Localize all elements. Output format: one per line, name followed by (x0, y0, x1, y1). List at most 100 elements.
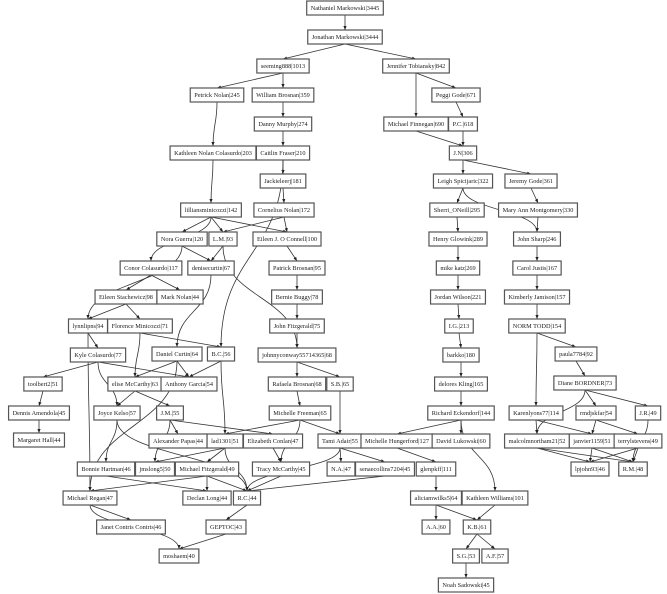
node-label: J.R.|49 (639, 410, 656, 417)
graph-node: aliciamwilks5|64 (409, 490, 463, 506)
node-box (174, 461, 240, 477)
graph-node: B.C.|56 (206, 346, 236, 362)
graph-node: David Lukowski|60 (431, 433, 491, 449)
node-box (255, 145, 311, 161)
node-box (160, 376, 218, 392)
graph-edge (458, 332, 463, 349)
node-label: Elizabeth Conlan|47 (247, 438, 298, 445)
graph-node: lynnlipns|94 (67, 318, 109, 334)
node-label: Michael Finnegan|690 (388, 121, 444, 128)
node-label: malcolmnortham21|52 (509, 438, 566, 445)
graph-edge (210, 216, 288, 233)
graph-node: P.C.|618 (447, 116, 479, 132)
graph-edge (139, 332, 222, 348)
node-label: S.G.|53 (457, 553, 476, 560)
node-box (415, 461, 457, 477)
graph-node: malcolmnortham21|52 (503, 433, 571, 449)
node-label: Caitlin Fraser|210 (260, 150, 305, 157)
graph-node: Mark Nolan|44 (156, 289, 204, 305)
graph-edge (584, 389, 597, 407)
node-label: senaecollins7204|45 (360, 466, 411, 473)
graph-edge (476, 504, 496, 521)
graph-edge (176, 360, 190, 378)
node-label: Kathleen Williams|101 (466, 495, 524, 502)
node-label: J.M.|55 (161, 410, 180, 417)
node-box (448, 145, 478, 161)
graph-node: Michelle Hungerford|127 (360, 433, 434, 449)
graph-node: denisecurtin|67 (187, 260, 235, 276)
node-box (570, 461, 610, 477)
node-box (242, 433, 304, 449)
node-label: denisecurtin|67 (192, 265, 230, 272)
graph-node: Jackieleerj|181 (259, 173, 307, 189)
graph-edge (210, 245, 224, 262)
graph-node: Bernie Buggy|78 (271, 289, 323, 305)
graph-edge (206, 447, 226, 463)
graph-node: elise McCarthy|63 (107, 376, 163, 392)
graph-node: L.M.|93 (208, 231, 238, 247)
node-label: Mark Nolan|44 (161, 294, 200, 301)
node-label: Jennifer Tobiansky|842 (387, 63, 446, 70)
node-label: aliciamwilks5|64 (415, 495, 459, 502)
graph-edge (589, 447, 639, 463)
node-box (180, 202, 242, 218)
node-label: Sherri_ONeill|295 (434, 207, 480, 214)
graph-edge (220, 360, 227, 435)
graph-edge (465, 533, 478, 550)
node-label: glenpkff|111 (420, 466, 451, 473)
graph-edge (224, 419, 301, 435)
graph-node: Kyle Colasurdo|77 (69, 347, 127, 363)
graph-node: rmdjskfar|54 (575, 405, 617, 421)
graph-edge (296, 361, 341, 378)
node-label: Margaret Hall|44 (18, 437, 62, 444)
graph-edge (42, 361, 99, 378)
node-label: K.B.|61 (467, 524, 486, 531)
graph-node: toolbert2|51 (23, 376, 63, 392)
node-box (554, 346, 598, 362)
node-box (512, 231, 562, 247)
node-label: Leigh Spicijaric|322 (437, 178, 488, 185)
node-label: Alexander Papas|44 (153, 438, 204, 445)
graph-edge (456, 187, 464, 204)
graph-node: Carol Justis|167 (512, 260, 562, 276)
node-label: Michael Regan|47 (67, 495, 113, 502)
node-label: R.M.|48 (623, 466, 644, 473)
node-box (189, 87, 245, 103)
node-label: moshaem|40 (163, 553, 195, 560)
graph-edge (415, 130, 464, 147)
graph-node: Kathleen Williams|101 (461, 490, 529, 506)
graph-edge (536, 332, 577, 348)
node-box (618, 461, 648, 477)
node-label: terrylstevens|49 (618, 438, 658, 445)
graph-node: NORM TODD|154 (508, 318, 566, 334)
graph-node: Elizabeth Conlan|47 (242, 433, 304, 449)
graph-edge (89, 504, 132, 521)
node-label: GEPTOC|43 (210, 524, 242, 531)
graph-edge (272, 447, 282, 463)
graph-node: Petrick Nolan|245 (189, 87, 245, 103)
graph-node: lilliansminicozzi|142 (180, 202, 242, 218)
node-box (553, 375, 617, 391)
graph-edge (591, 447, 634, 463)
node-box (259, 173, 307, 189)
node-label: J.N|306 (453, 150, 472, 157)
node-label: Bonnie Hartman|46 (81, 466, 130, 473)
graph-node: J.R.|49 (634, 405, 662, 421)
graph-node: Henry Glowink|289 (428, 231, 488, 247)
node-box (156, 231, 208, 247)
node-box (354, 461, 416, 477)
node-label: Carol Justis|167 (517, 265, 557, 272)
node-box (206, 346, 236, 362)
graph-edge (181, 245, 212, 262)
graph-edge (169, 419, 274, 436)
graph-edge (530, 187, 539, 204)
node-box (326, 376, 354, 392)
node-label: seeming888|1013 (261, 63, 305, 70)
node-label: Peggi Gode|671 (436, 92, 476, 99)
graph-edge (209, 159, 214, 204)
node-box (306, 0, 384, 16)
graph-edge (97, 361, 190, 378)
graph-edge (134, 390, 171, 407)
graph-edge (216, 72, 284, 89)
graph-edge (591, 419, 597, 435)
